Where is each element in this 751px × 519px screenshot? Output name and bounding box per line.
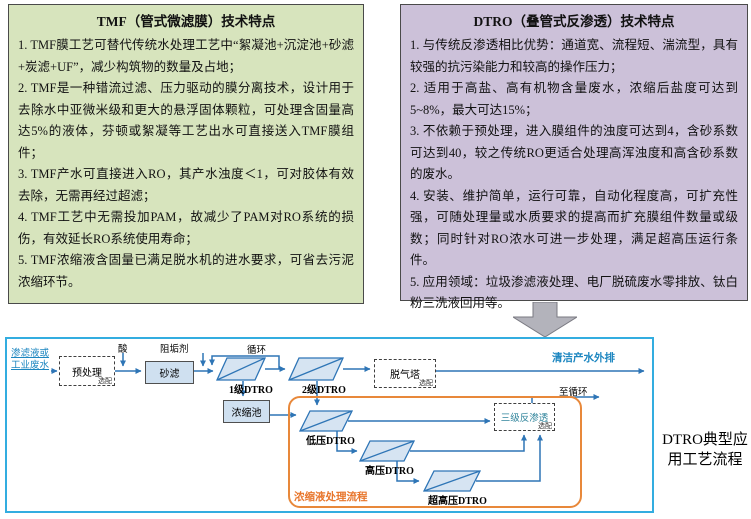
dtro-panel-title: DTRO（叠管式反渗透）技术特点 [473, 14, 675, 29]
high-pressure-dtro-label: 高压DTRO [365, 466, 414, 477]
tmf-feature-item-2: 2. TMF是一种错流过滤、压力驱动的膜分离技术，设计用于去除水中亚微米级和更大… [18, 81, 354, 160]
concentration-tank-label: 浓缩池 [231, 408, 262, 419]
dtro-stage1-module [215, 357, 267, 381]
flow-arrows [51, 353, 645, 484]
dtro-feature-item-3: 3. 不依赖于预处理，进入膜组件的浊度可达到4，含砂系数可达到40，较之传统RO… [410, 124, 738, 182]
optional-tag: 选配 [419, 379, 433, 387]
membrane-module-shapes [215, 357, 482, 492]
degassing-tower-box: 脱气塔 选配 [374, 359, 436, 388]
low-pressure-dtro-label: 低压DTRO [306, 436, 355, 447]
concentrate-process-label: 浓缩液处理流程 [294, 492, 368, 503]
dtro-feature-item-2: 2. 适用于高盐、高有机物含量废水，浓缩后盐度可达到5~8%，最大可达15%； [410, 81, 738, 117]
dtro-stage1-label: 1级DTRO [229, 385, 273, 396]
tmf-panel-title: TMF（管式微滤膜）技术特点 [96, 14, 276, 29]
dtro-feature-item-5: 5. 应用领域：垃圾渗滤液处理、电厂脱硫废水零排放、钛白粉三洗液回用等。 [410, 274, 738, 311]
stage3-ro-label: 三级反渗透 [500, 414, 549, 424]
ultra-high-pressure-dtro-label: 超高压DTRO [428, 496, 487, 507]
high-pressure-dtro-module [358, 440, 416, 462]
dtro-features-panel: DTRO（叠管式反渗透）技术特点 1. 与传统反渗透相比优势：通道宽、流程短、湍… [400, 4, 748, 310]
low-pressure-dtro-module [298, 410, 354, 432]
dtro-stage2-module [287, 357, 345, 381]
feed-water-label: 渗滤液或 工业废水 [11, 349, 50, 371]
sand-filter-box: 砂滤 [145, 361, 194, 384]
tmf-feature-item-5: 5. TMF浓缩液含固量已满足脱水机的进水要求，可省去污泥浓缩环节。 [18, 253, 354, 289]
tmf-features-panel: TMF（管式微滤膜）技术特点 1. TMF膜工艺可替代传统水处理工艺中“絮凝池+… [8, 4, 364, 304]
down-arrow-icon [513, 302, 577, 337]
diagram-caption: DTRO典型应 用工艺流程 [662, 432, 748, 468]
cycle-label: 循环 [247, 346, 267, 356]
concentrate-treatment-zone [288, 396, 582, 508]
stage3-ro-box: 三级反渗透 选配 [494, 403, 555, 431]
optional-tag: 选配 [538, 422, 552, 430]
acid-dosing-label: 酸 [118, 345, 128, 355]
dtro-feature-item-4: 4. 安装、维护简单，运行可靠，自动化程度高，可扩充性强，可随处理量或水质要求的… [410, 188, 738, 268]
ultra-high-pressure-dtro-module [422, 470, 482, 492]
clean-water-outlet-label: 清洁产水外排 [552, 353, 615, 364]
dtro-stage2-label: 2级DTRO [302, 385, 346, 396]
flow-lines-svg [51, 353, 645, 492]
tmf-feature-item-4: 4. TMF工艺中无需投加PAM，故减少了PAM对RO系统的损伤，有效延长RO系… [18, 210, 354, 246]
tmf-feature-item-1: 1. TMF膜工艺可替代传统水处理工艺中“絮凝池+沉淀池+砂滤+炭滤+UF”，减… [18, 38, 354, 74]
process-flow-diagram: 预处理 选配 砂滤 脱气塔 选配 浓缩池 三级反渗透 选配 渗滤液或 工业废水 … [5, 337, 654, 513]
optional-tag: 选配 [98, 377, 112, 385]
to-cycle-label: 至循环 [559, 388, 588, 398]
antiscalant-dosing-label: 阻垢剂 [160, 345, 189, 355]
dtro-feature-item-1: 1. 与传统反渗透相比优势：通道宽、流程短、湍流型，具有较强的抗污染能力和较高的… [410, 38, 738, 74]
degassing-tower-label: 脱气塔 [390, 370, 420, 381]
sand-filter-label: 砂滤 [159, 369, 180, 380]
concentration-tank-box: 浓缩池 [223, 400, 270, 423]
pretreatment-box: 预处理 选配 [59, 356, 115, 386]
pretreatment-label: 预处理 [72, 367, 102, 379]
tmf-feature-item-3: 3. TMF产水可直接进入RO，其产水浊度＜1，可对胶体有效去除，无需再经过超滤… [18, 167, 354, 203]
